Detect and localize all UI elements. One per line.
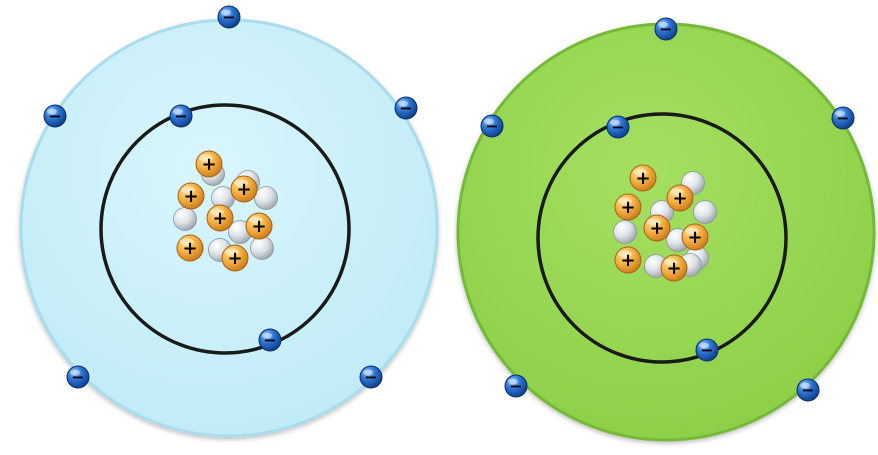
inner-orbit-left <box>99 103 351 355</box>
proton: + <box>666 184 694 212</box>
inner-electron: − <box>606 115 630 139</box>
proton-plus-sign: + <box>212 208 227 229</box>
proton: + <box>643 214 671 242</box>
neutron <box>613 220 637 244</box>
electron-minus-sign: − <box>509 377 522 396</box>
electron-minus-sign: − <box>611 118 624 137</box>
electrons-left: − − − − − − − <box>43 5 418 389</box>
electron-minus-sign: − <box>659 20 672 39</box>
proton-plus-sign: + <box>620 250 635 271</box>
outer-electron: − <box>504 374 528 398</box>
outer-electron: − <box>217 5 241 29</box>
electron-minus-sign: − <box>48 107 61 126</box>
proton-plus-sign: + <box>649 218 664 239</box>
outer-electron: − <box>796 378 820 402</box>
neutron <box>173 207 197 231</box>
proton-plus-sign: + <box>666 258 681 279</box>
electron-minus-sign: − <box>485 117 498 136</box>
proton: + <box>230 175 258 203</box>
proton-plus-sign: + <box>687 227 702 248</box>
electron-minus-sign: − <box>801 381 814 400</box>
neutron <box>693 200 717 224</box>
electrons-right: − − − − − − − <box>480 17 855 402</box>
proton: + <box>206 204 234 232</box>
proton: + <box>614 193 642 221</box>
proton: + <box>176 234 204 262</box>
proton-plus-sign: + <box>672 188 687 209</box>
proton-plus-sign: + <box>182 238 197 259</box>
outer-electron: − <box>654 17 678 41</box>
electron-minus-sign: − <box>71 368 84 387</box>
neutron <box>254 186 278 210</box>
outer-electron: − <box>480 114 504 138</box>
electron-minus-sign: − <box>174 107 187 126</box>
outer-electron: − <box>43 104 67 128</box>
proton: + <box>660 254 688 282</box>
outer-electron: − <box>831 106 855 130</box>
electron-minus-sign: − <box>222 8 235 27</box>
inner-electron: − <box>169 104 193 128</box>
proton: + <box>614 246 642 274</box>
inner-electron: − <box>695 338 719 362</box>
outer-electron: − <box>359 365 383 389</box>
proton: + <box>195 150 223 178</box>
electron-minus-sign: − <box>836 109 849 128</box>
neutron <box>250 236 274 260</box>
proton-plus-sign: + <box>201 154 216 175</box>
electron-minus-sign: − <box>700 341 713 360</box>
electron-minus-sign: − <box>364 368 377 387</box>
right-atom: +++++++ −−−−−−− <box>456 17 876 442</box>
proton-plus-sign: + <box>620 197 635 218</box>
outer-electron: − <box>66 365 90 389</box>
proton-plus-sign: + <box>236 179 251 200</box>
outer-electron: − <box>394 96 418 120</box>
proton-plus-sign: + <box>251 216 266 237</box>
nucleus-right: +++++++ <box>613 164 717 282</box>
proton: + <box>221 244 249 272</box>
proton: + <box>245 212 273 240</box>
inner-electron: − <box>258 328 282 352</box>
proton: + <box>177 182 205 210</box>
proton-plus-sign: + <box>183 186 198 207</box>
inner-orbit-right <box>536 112 788 364</box>
nucleus-left: +++++++ <box>173 150 278 272</box>
electron-minus-sign: − <box>399 99 412 118</box>
proton-plus-sign: + <box>635 168 650 189</box>
left-atom: +++++++ −−−−−−− <box>19 5 439 438</box>
proton: + <box>629 164 657 192</box>
proton-plus-sign: + <box>227 248 242 269</box>
proton: + <box>681 223 709 251</box>
electron-minus-sign: − <box>263 331 276 350</box>
